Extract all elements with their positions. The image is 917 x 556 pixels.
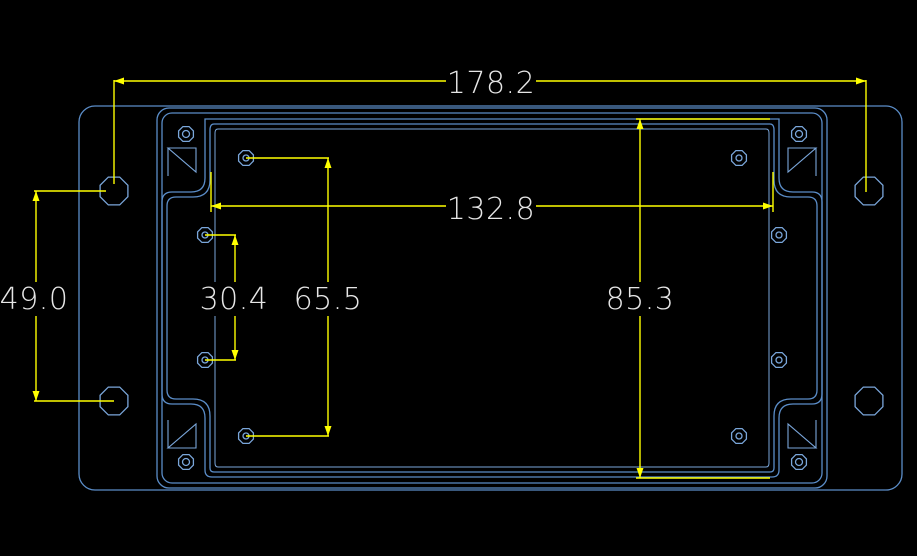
corner-lug-icon: [166, 420, 197, 449]
mounting-hole-icon: [177, 125, 195, 143]
dimension-lines: [32, 77, 867, 479]
dim-label-overall-width: 178.2: [447, 66, 535, 101]
mounting-hole-icon: [790, 125, 808, 143]
dim-label-inner-height: 85.3: [606, 282, 675, 317]
mounting-hole-icon: [770, 351, 788, 369]
mounting-hole-icon: [730, 427, 748, 445]
mounting-hole-icon: [99, 386, 129, 416]
corner-lug-icon: [166, 147, 197, 176]
mounting-hole-icon: [790, 453, 808, 471]
body-outline: [156, 107, 828, 489]
dimension-labels: 178.2 132.8 49.0 30.4 65.5 85.3: [0, 64, 676, 317]
dim-label-flange-spacing: 49.0: [0, 282, 68, 317]
mounting-hole-icon: [854, 386, 884, 416]
flange-outline: [78, 105, 903, 491]
dim-label-inner-width: 132.8: [447, 192, 535, 227]
mounting-hole-icon: [770, 226, 788, 244]
lid-rim: [214, 128, 770, 468]
lid-groove-inner: [166, 123, 818, 473]
corner-lug-icon: [787, 420, 818, 449]
corner-lug-icon: [787, 147, 818, 176]
enclosure-outline: [78, 105, 903, 491]
mounting-holes: [99, 125, 884, 471]
mounting-hole-icon: [177, 453, 195, 471]
lid-groove-outer: [161, 118, 823, 478]
corner-lugs: [166, 147, 818, 449]
dim-label-pcb-small: 30.4: [200, 282, 269, 317]
mounting-hole-icon: [99, 176, 129, 206]
dim-label-pcb-large: 65.5: [294, 282, 363, 317]
mounting-hole-icon: [854, 176, 884, 206]
mounting-hole-icon: [730, 149, 748, 167]
